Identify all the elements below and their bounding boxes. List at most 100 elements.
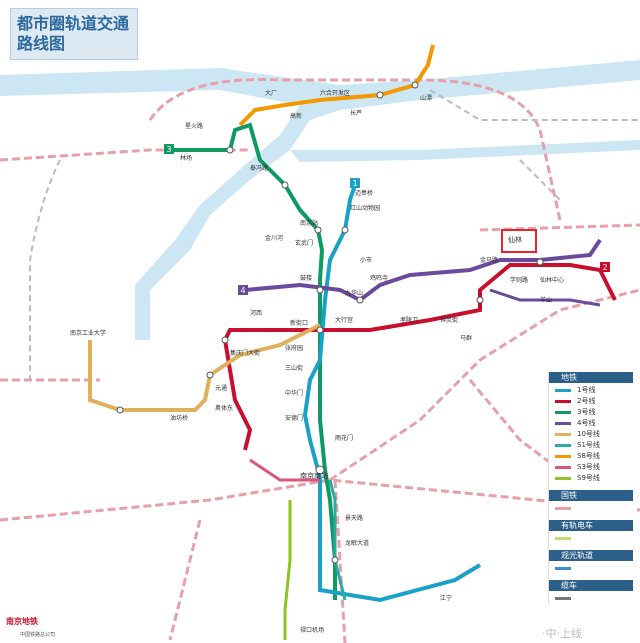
label-taifenglu: 泰冯路 [250, 164, 268, 172]
map-title-box: 都市圈轨道交通 路线图 [10, 8, 138, 60]
planned-lines [29, 89, 640, 380]
label-gulou: 鼓楼 [300, 274, 312, 282]
label-xianlinzhongxin: 仙林中心 [540, 276, 564, 284]
map-title-line2: 路线图 [17, 34, 66, 53]
label-youfangqiao: 油坊桥 [170, 414, 188, 422]
badge-line-1 [350, 178, 360, 188]
label-jiaoyuan: 九华山 [345, 289, 363, 297]
label-zhonglingjie: 钟灵街 [440, 316, 458, 324]
label-jingtianlu: 景天路 [345, 514, 363, 522]
legend-lineS8-label: S8号线 [577, 452, 600, 460]
label-nanjingnan: 南京南站 [300, 471, 328, 480]
label-yangshan: 羊山 [540, 296, 552, 304]
legend-rail-header: 国铁 [549, 490, 633, 501]
watermark: ·中·上线 [542, 627, 582, 640]
badge-line-2-text: 2 [602, 263, 607, 272]
label-xuezelu: 学则路 [510, 276, 528, 284]
label-xiaolingwei: 孝陵卫 [400, 316, 418, 324]
legend-line3: 3号线 [555, 408, 635, 417]
label-longmiandadao: 龙眠大道 [345, 539, 369, 547]
line-2 [222, 263, 617, 451]
line-badges: 3 1 2 4 [164, 144, 610, 295]
legend-tram-line [555, 534, 635, 543]
badge-line-1-text: 1 [352, 179, 357, 188]
label-zhangfuyuan: 张府园 [285, 344, 303, 352]
legend-lineS9: S9号线 [555, 474, 635, 483]
label-xiaoshi: 小市 [360, 256, 372, 264]
map-title-line1: 都市圈轨道交通 [17, 14, 130, 33]
label-yuhuamen: 雨花门 [335, 434, 353, 442]
label-zhonghuamen: 中华门 [285, 389, 303, 397]
label-sanshanjie: 三山街 [285, 364, 303, 372]
label-hongshan: 红山动物园 [350, 204, 380, 212]
label-jiqingmen: 集庆门大街 [230, 349, 260, 357]
label-jimingsi: 鸡鸣寺 [370, 274, 388, 282]
legend-line1: 1号线 [555, 386, 635, 395]
line-10 [88, 323, 321, 412]
label-xinjiekou: 新街口 [290, 319, 308, 327]
line-s9 [283, 500, 292, 640]
label-dahangxiao: 大行宫 [335, 316, 353, 324]
yangtze-river [0, 60, 640, 340]
legend-line10-label: 10号线 [577, 430, 600, 438]
legend-sightseeing-header: 观光轨道 [549, 550, 633, 561]
legend-lineS8: S8号线 [555, 452, 635, 461]
line-3 [170, 122, 337, 600]
badge-line-3-text: 3 [166, 145, 171, 154]
label-jinmaxilu: 金马路 [480, 256, 498, 264]
legend-tram-header: 有轨电车 [549, 520, 633, 531]
legend-lineS3: S3号线 [555, 463, 635, 472]
legend-line10: 10号线 [555, 430, 635, 439]
legend: 地铁 1号线 2号线 3号线 4号线 10号线 S1号线 S8号线 S3号线 S… [548, 372, 637, 604]
badge-line-4 [238, 285, 248, 295]
label-shanshanzhan: 山潭 [420, 94, 432, 102]
nanjing-metro-logo-sub: 中国铁路总公司 [20, 632, 56, 638]
badge-line-4-text: 4 [240, 286, 245, 295]
line-s8 [238, 44, 435, 127]
legend-line4-label: 4号线 [577, 419, 596, 427]
legend-metro-header: 地铁 [549, 372, 633, 383]
label-changlu: 长芦 [350, 109, 362, 117]
label-aotidong: 奥体东 [215, 404, 233, 412]
label-jinchuanhe: 金川河 [265, 234, 283, 242]
label-xingyanglu: 星火路 [185, 122, 203, 130]
label-hexi: 河西 [250, 309, 262, 317]
river-tributary [290, 140, 640, 162]
label-jiangning: 江宁 [440, 594, 452, 602]
label-lukou: 禄口机场 [300, 626, 324, 634]
line-4 [244, 238, 602, 303]
legend-line4: 4号线 [555, 419, 635, 428]
label-gaoxin: 高新 [290, 112, 302, 120]
label-nanjinggongye: 南京工业大学 [70, 329, 106, 337]
legend-lineS1-label: S1号线 [577, 441, 600, 449]
label-nanjingzhan: 南京站 [300, 219, 318, 227]
line-1 [302, 184, 482, 603]
badge-line-2 [600, 262, 610, 272]
legend-sightseeing-line [555, 564, 635, 573]
station-markers [116, 81, 544, 564]
station-labels: 仙林 金马路 学则路 仙林中心 羊山 南京站 玄武门 鼓楼 新街口 大行宫 张府… [70, 89, 564, 634]
label-liuhe: 六合开发区 [320, 89, 350, 97]
legend-line2-label: 2号线 [577, 397, 596, 405]
label-andemen: 安德门 [285, 414, 303, 422]
legend-line3-label: 3号线 [577, 408, 596, 416]
line-4-east [489, 288, 601, 307]
label-maigaoqiao: 迈皋桥 [355, 189, 373, 197]
legend-cableway-header: 缆车 [549, 580, 633, 591]
legend-lineS1: S1号线 [555, 441, 635, 450]
label-xianlin: 仙林 [508, 235, 522, 244]
line-s3 [249, 458, 320, 482]
line-s1 [328, 479, 347, 601]
legend-lineS9-label: S9号线 [577, 474, 600, 482]
label-dachangdong: 大厂 [265, 89, 277, 97]
xianlin-highlight [501, 229, 537, 253]
nanjing-metro-logo: 南京地铁 [6, 617, 38, 626]
legend-lineS3-label: S3号线 [577, 463, 600, 471]
label-linchang: 林场 [180, 154, 192, 162]
legend-rail-line [555, 504, 635, 513]
label-xuanwumen: 玄武门 [295, 239, 313, 247]
legend-cableway-line [555, 594, 635, 603]
label-maqun: 马群 [460, 334, 472, 342]
